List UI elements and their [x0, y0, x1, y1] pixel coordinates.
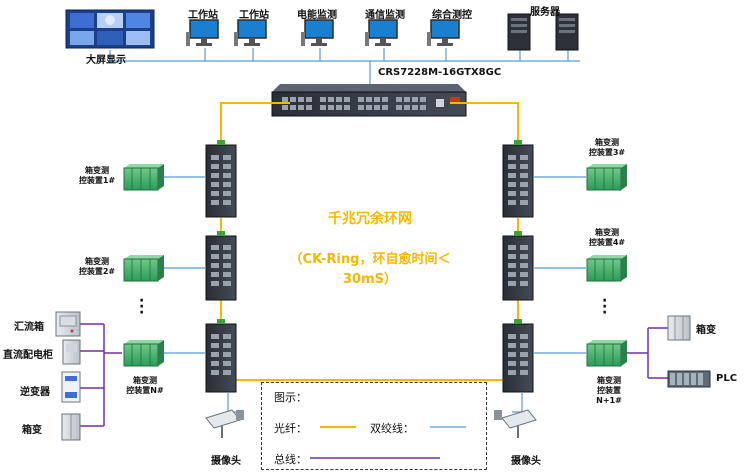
label-energy-monitor: 电能监测	[297, 10, 337, 21]
label-camera-left: 摄像头	[211, 456, 241, 467]
core-switch-model: CRS7228M-16GTX8GC	[378, 67, 502, 78]
label-dc-cabinet: 直流配电柜	[3, 350, 53, 361]
box-substation-icon	[123, 164, 627, 367]
station-label-2: 箱变测 控装置2#	[78, 257, 116, 276]
big-screen-icon	[65, 9, 155, 49]
inverter-icon	[61, 371, 81, 403]
station-label-3: 箱变测 控装置3#	[588, 138, 626, 157]
label-big-screen: 大屏显示	[86, 55, 126, 66]
server-icon	[507, 13, 579, 51]
combiner-box-icon	[55, 311, 81, 337]
label-server: 服务器	[530, 7, 560, 18]
monitor-icon	[186, 19, 460, 46]
station-label-1: 箱变测 控装置1#	[78, 166, 116, 185]
station-label-4: 箱变测 控装置4#	[588, 228, 626, 247]
legend-title: 图示：	[274, 391, 307, 404]
label-combiner-box: 汇流箱	[14, 322, 44, 333]
label-camera-right: 摄像头	[511, 456, 541, 467]
ring-subtitle-line2: 30mS）	[343, 272, 397, 287]
top-network-bus	[109, 48, 580, 84]
label-box-transformer-right: 箱变	[696, 325, 716, 336]
station-label-n: 箱变测 控装置N#	[126, 376, 164, 395]
legend-lines	[310, 426, 466, 459]
legend-bus-label: 总线：	[274, 453, 307, 466]
ring-title: 千兆冗余环网	[328, 211, 412, 227]
label-comm-monitor: 通信监测	[365, 10, 405, 21]
label-plc: PLC	[716, 373, 738, 384]
ring-switch-icon	[205, 140, 534, 393]
box-transformer-icon	[61, 413, 81, 441]
box-transformer-right-icon	[667, 315, 691, 341]
legend-twisted-pair-label: 双绞线：	[370, 422, 414, 435]
camera-right-icon	[494, 409, 537, 438]
plc-icon	[667, 370, 711, 388]
label-box-transformer-left: 箱变	[22, 425, 42, 436]
dc-cabinet-icon	[62, 339, 81, 365]
ellipsis-right: ···	[602, 293, 608, 321]
bus-links	[80, 323, 668, 427]
station-label-n-plus-1: 箱变测 控装置 N+1#	[596, 376, 622, 405]
label-workstation-1: 工作站	[188, 10, 218, 21]
ring-subtitle-line1: （CK-Ring，环自愈时间＜	[289, 252, 451, 267]
core-switch-icon	[271, 84, 467, 117]
label-inverter: 逆变器	[20, 387, 50, 398]
camera-left-icon	[205, 409, 244, 438]
label-integrated-control: 综合测控	[432, 10, 472, 21]
label-workstation-2: 工作站	[239, 10, 269, 21]
legend-fiber-label: 光纤：	[274, 422, 307, 435]
legend: 图示： 光纤： 双绞线： 总线：	[261, 382, 487, 470]
fiber-ring	[220, 102, 519, 381]
ellipsis-left: ···	[139, 293, 145, 321]
